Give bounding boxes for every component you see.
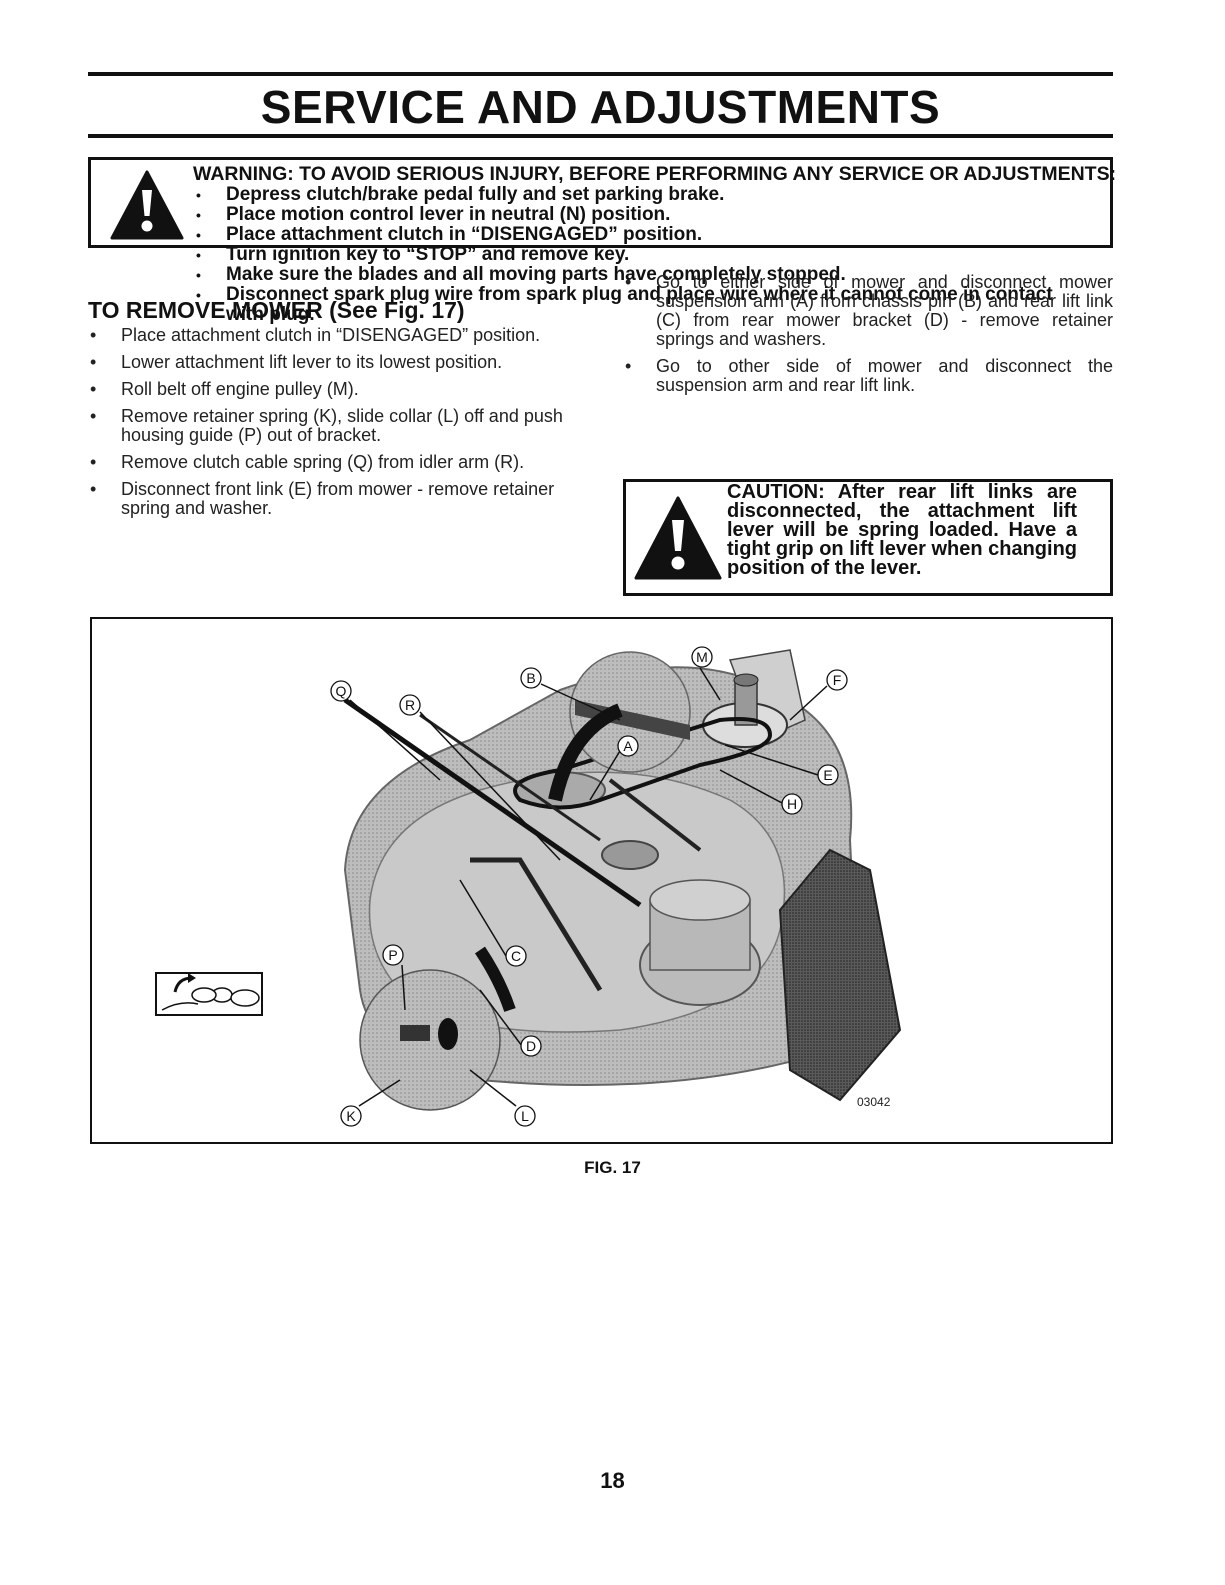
title-rule — [88, 134, 1113, 138]
callout-m: M — [696, 649, 708, 665]
callout-p-circle — [382, 944, 404, 966]
callout-f-circle — [826, 669, 848, 691]
callout-e-circle — [817, 764, 839, 786]
page-number: 18 — [600, 1468, 625, 1493]
callout-e: E — [823, 767, 832, 783]
step-item: Remove clutch cable spring (Q) from idle… — [88, 453, 588, 473]
callout-p: P — [388, 947, 397, 963]
step-item: Remove retainer spring (K), slide collar… — [88, 407, 588, 445]
callout-c: C — [511, 948, 521, 964]
warning-triangle-icon — [110, 170, 184, 240]
figure-frame — [90, 617, 1113, 1144]
callout-f: F — [833, 672, 842, 688]
warning-item: Place attachment clutch in “DISENGAGED” … — [190, 225, 1080, 246]
knob-release-icon — [161, 973, 260, 1011]
caution-triangle-icon — [634, 496, 722, 580]
callout-l: L — [521, 1108, 529, 1124]
warning-item: Turn ignition key to “STOP” and remove k… — [190, 245, 1080, 266]
step-item: Lower attachment lift lever to its lowes… — [88, 353, 588, 373]
callout-h-circle — [781, 793, 803, 815]
callout-d-circle — [520, 1035, 542, 1057]
callout-c-circle — [505, 945, 527, 967]
top-rule — [88, 72, 1113, 76]
callout-k-circle — [340, 1105, 362, 1127]
callout-k: K — [346, 1108, 356, 1124]
figure-code: 03042 — [857, 1095, 891, 1109]
remove-mower-heading: TO REMOVE MOWER (See Fig. 17) — [88, 297, 465, 323]
warning-item: Depress clutch/brake pedal fully and set… — [190, 185, 1080, 206]
callout-q-circle — [330, 680, 352, 702]
step-item: Go to other side of mower and disconnect… — [623, 357, 1113, 395]
figure-caption: FIG. 17 — [584, 1158, 641, 1177]
step-item: Disconnect front link (E) from mower - r… — [88, 480, 588, 518]
callout-a: A — [623, 738, 633, 754]
callout-b-circle — [520, 667, 542, 689]
remove-steps-left: Place attachment clutch in “DISENGAGED” … — [88, 326, 588, 526]
callout-h: H — [787, 796, 797, 812]
warning-title: WARNING: TO AVOID SERIOUS INJURY, BEFORE… — [193, 163, 1117, 185]
callout-r-circle — [399, 694, 421, 716]
step-item: Go to either side of mower and disconnec… — [623, 273, 1113, 349]
callout-m-circle — [691, 646, 713, 668]
callout-a-circle — [617, 735, 639, 757]
step-item: Roll belt off engine pulley (M). — [88, 380, 588, 400]
caution-box — [623, 479, 1113, 596]
callout-r: R — [405, 697, 415, 713]
page-title: SERVICE AND ADJUSTMENTS — [260, 81, 941, 133]
step-item: Place attachment clutch in “DISENGAGED” … — [88, 326, 588, 346]
warning-item: Place motion control lever in neutral (N… — [190, 205, 1080, 226]
callout-d: D — [526, 1038, 536, 1054]
caution-text: CAUTION: After rear lift links are disco… — [727, 481, 1077, 579]
remove-steps-right: Go to either side of mower and disconnec… — [623, 273, 1113, 403]
callout-q: Q — [336, 683, 347, 699]
callout-l-circle — [514, 1105, 536, 1127]
callout-b: B — [526, 670, 535, 686]
